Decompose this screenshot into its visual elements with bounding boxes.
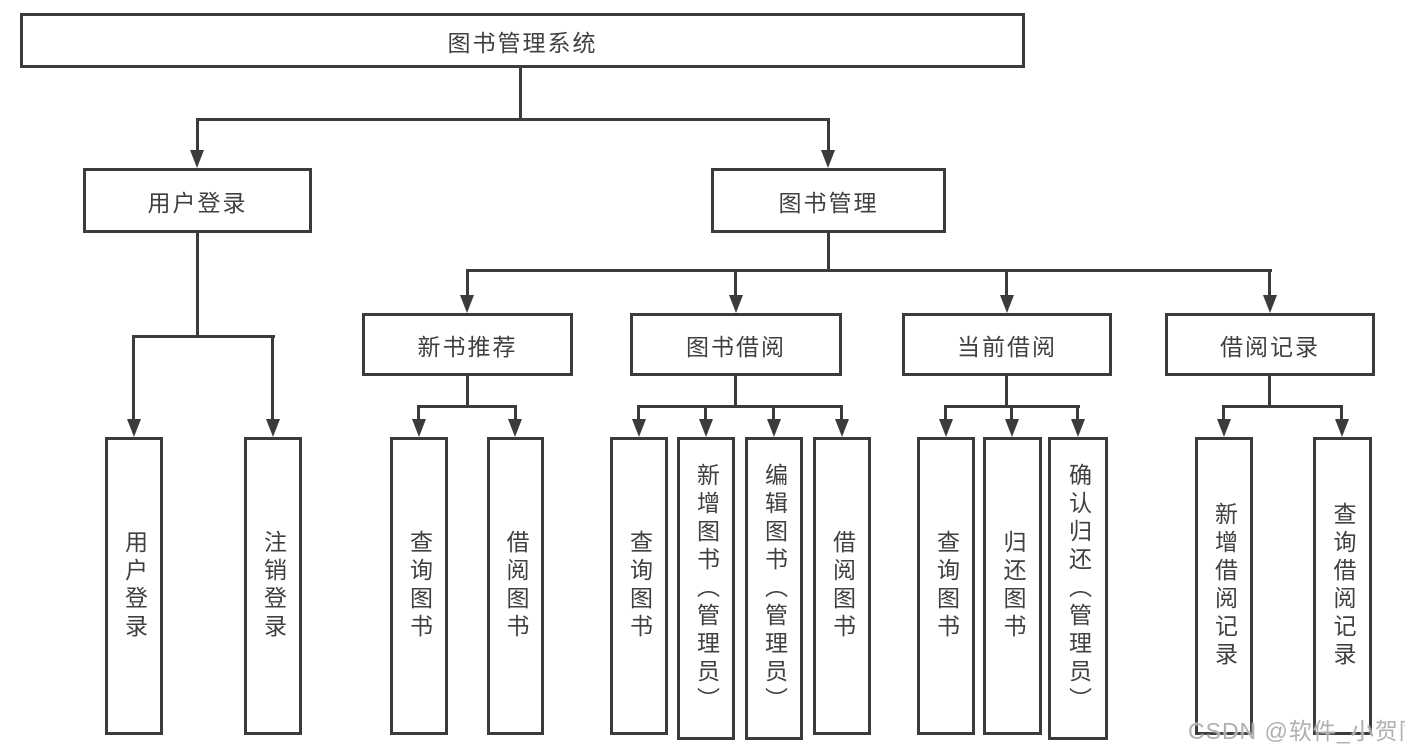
leaf-query-book-2: 查询图书 bbox=[610, 437, 668, 735]
arrowhead-to-book-borrow-icon bbox=[729, 295, 743, 313]
connector-current-borrow-stem bbox=[1005, 376, 1008, 407]
arrowhead-to-query-book-3-icon bbox=[939, 419, 953, 437]
connector-to-edit-book bbox=[772, 405, 775, 421]
arrowhead-to-leaf-logout-icon bbox=[266, 419, 280, 437]
connector-to-leaf-logout bbox=[271, 335, 274, 421]
arrowhead-to-edit-book-icon bbox=[767, 419, 781, 437]
node-current-borrow: 当前借阅 bbox=[902, 313, 1112, 376]
connector-to-leaf-user-login bbox=[132, 335, 135, 421]
leaf-query-book-3: 查询图书 bbox=[917, 437, 975, 735]
connector-to-query-book-3 bbox=[944, 405, 947, 421]
connector-to-confirm-return bbox=[1076, 405, 1079, 421]
connector-to-add-book bbox=[704, 405, 707, 421]
connector-new-book-branch bbox=[417, 405, 517, 408]
connector-book-borrow-branch bbox=[637, 405, 843, 408]
connector-to-user-login bbox=[196, 118, 199, 152]
connector-user-login-stem bbox=[196, 233, 199, 337]
arrowhead-to-add-book-icon bbox=[699, 419, 713, 437]
connector-to-query-book-1 bbox=[417, 405, 420, 421]
arrowhead-to-query-record-icon bbox=[1335, 419, 1349, 437]
node-book-borrow: 图书借阅 bbox=[630, 313, 842, 376]
arrowhead-to-query-book-2-icon bbox=[632, 419, 646, 437]
connector-borrow-record-stem bbox=[1268, 376, 1271, 407]
connector-to-query-book-2 bbox=[637, 405, 640, 421]
connector-to-new-book bbox=[466, 269, 469, 297]
leaf-add-book-admin: 新增图书（管理员） bbox=[677, 437, 735, 740]
arrowhead-to-book-management-icon bbox=[821, 150, 835, 168]
connector-to-current-borrow bbox=[1005, 269, 1008, 297]
arrowhead-to-leaf-user-login-icon bbox=[127, 419, 141, 437]
arrowhead-to-new-book-icon bbox=[460, 295, 474, 313]
leaf-query-book-1: 查询图书 bbox=[390, 437, 448, 735]
leaf-query-borrow-record: 查询借阅记录 bbox=[1313, 437, 1372, 735]
connector-to-return-book bbox=[1010, 405, 1013, 421]
csdn-watermark: CSDN @软件_小贺同学 bbox=[1188, 718, 1405, 744]
connector-to-add-record bbox=[1222, 405, 1225, 421]
connector-new-book-stem bbox=[466, 376, 469, 407]
connector-root-branch bbox=[196, 118, 830, 121]
arrowhead-to-current-borrow-icon bbox=[1000, 295, 1014, 313]
node-user-login: 用户登录 bbox=[83, 168, 312, 233]
node-new-book-recommend: 新书推荐 bbox=[362, 313, 573, 376]
leaf-edit-book-admin: 编辑图书（管理员） bbox=[745, 437, 803, 740]
connector-borrow-record-branch bbox=[1222, 405, 1343, 408]
leaf-borrow-book-2: 借阅图书 bbox=[813, 437, 871, 735]
arrowhead-to-user-login-icon bbox=[190, 150, 204, 168]
arrowhead-to-query-book-1-icon bbox=[412, 419, 426, 437]
arrowhead-to-add-record-icon bbox=[1217, 419, 1231, 437]
connector-to-borrow-record bbox=[1268, 269, 1271, 297]
arrowhead-to-borrow-record-icon bbox=[1263, 295, 1277, 313]
connector-to-book-borrow bbox=[734, 269, 737, 297]
connector-book-borrow-stem bbox=[734, 376, 737, 407]
connector-book-mgmt-branch bbox=[466, 269, 1272, 272]
connector-to-borrow-book-1 bbox=[514, 405, 517, 421]
leaf-borrow-book-1: 借阅图书 bbox=[487, 437, 544, 735]
leaf-confirm-return-admin: 确认归还（管理员） bbox=[1048, 437, 1108, 740]
node-borrow-record: 借阅记录 bbox=[1165, 313, 1375, 376]
connector-user-login-branch bbox=[133, 335, 275, 338]
leaf-logout: 注销登录 bbox=[244, 437, 302, 735]
leaf-return-book: 归还图书 bbox=[983, 437, 1042, 735]
arrowhead-to-confirm-return-icon bbox=[1071, 419, 1085, 437]
arrowhead-to-borrow-book-1-icon bbox=[508, 419, 522, 437]
arrowhead-to-return-book-icon bbox=[1005, 419, 1019, 437]
leaf-user-login: 用户登录 bbox=[105, 437, 163, 735]
connector-book-mgmt-stem bbox=[827, 233, 830, 271]
arrowhead-to-borrow-book-2-icon bbox=[835, 419, 849, 437]
node-root-library-system: 图书管理系统 bbox=[20, 13, 1025, 68]
node-book-management: 图书管理 bbox=[711, 168, 946, 233]
connector-to-borrow-book-2 bbox=[840, 405, 843, 421]
connector-to-query-record bbox=[1340, 405, 1343, 421]
connector-to-book-management bbox=[827, 118, 830, 152]
connector-root-stem bbox=[519, 68, 522, 120]
leaf-add-borrow-record: 新增借阅记录 bbox=[1195, 437, 1253, 735]
